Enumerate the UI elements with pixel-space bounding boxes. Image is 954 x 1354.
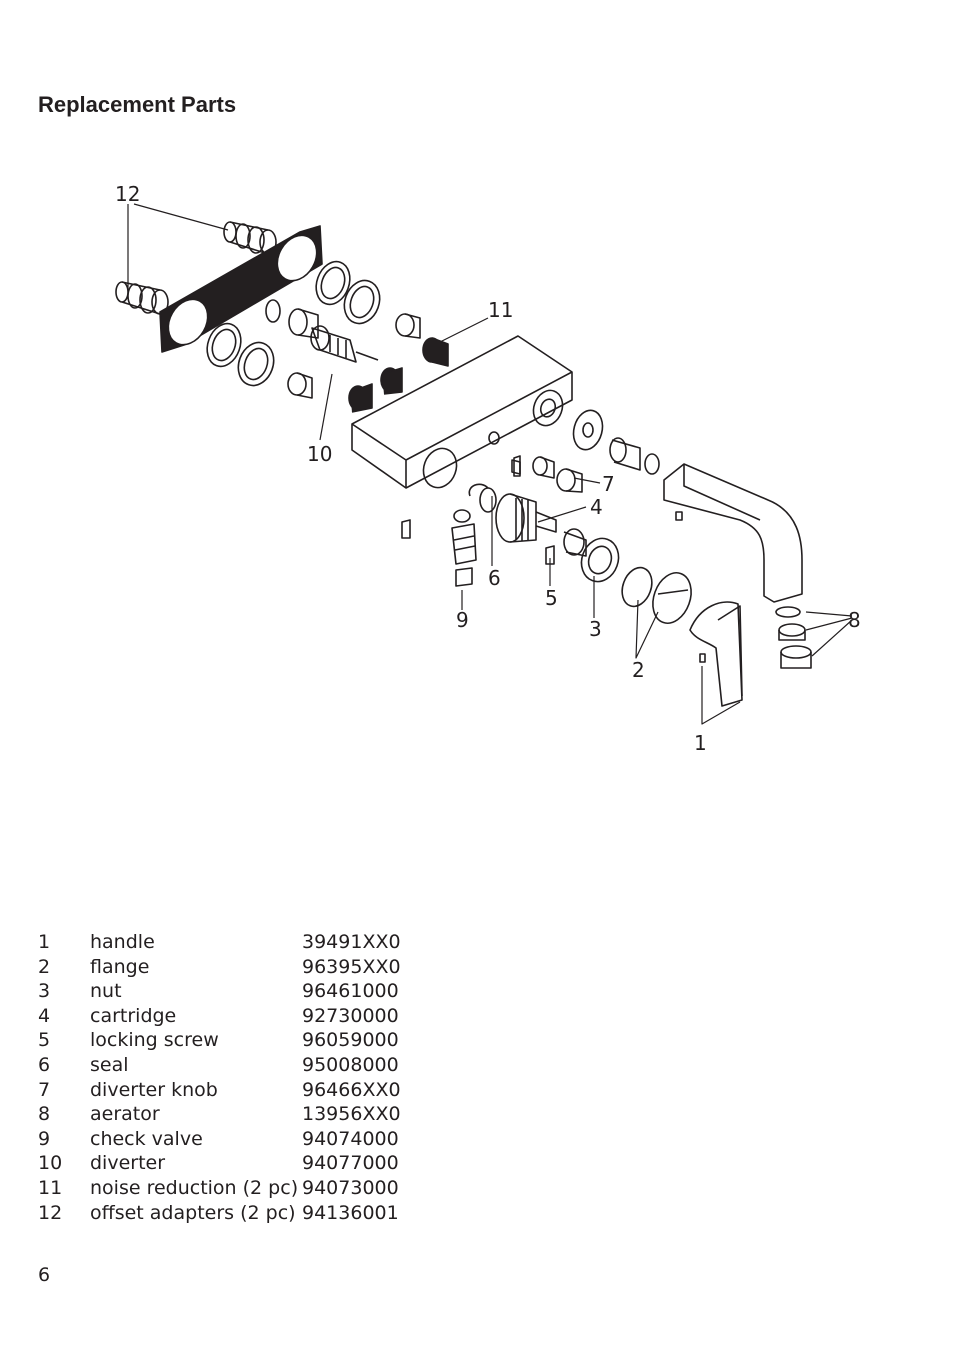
callout-8: 8 [848, 608, 861, 632]
diverter-part [310, 325, 379, 363]
part-name: locking screw [90, 1029, 219, 1052]
part-code: 96466XX0 [302, 1078, 401, 1101]
part-number: 6 [38, 1053, 51, 1076]
parts-row: 10 diverter 94077000 [38, 1151, 401, 1176]
parts-row: 2 flange 96395XX0 [38, 955, 401, 980]
part-code: 96395XX0 [302, 955, 401, 978]
exploded-parts-diagram: 1 2 3 4 5 6 7 8 9 10 11 12 [115, 182, 861, 755]
part-code: 94073000 [302, 1176, 399, 1199]
callout-11: 11 [488, 298, 513, 322]
part-number: 12 [38, 1201, 63, 1224]
parts-row: 7 diverter knob 96466XX0 [38, 1078, 401, 1103]
parts-row: 1 handle 39491XX0 [38, 930, 401, 955]
callout-9: 9 [456, 608, 469, 632]
parts-row: 11 noise reduction (2 pc)94073000 [38, 1176, 401, 1201]
handle-part [689, 601, 743, 707]
page-title: Replacement Parts [38, 92, 237, 117]
callout-10: 10 [307, 442, 332, 466]
mixer-body [351, 335, 573, 489]
aerator-part [775, 606, 812, 669]
callout-3: 3 [589, 617, 602, 641]
part-name: noise reduction (2 pc) [90, 1176, 299, 1199]
callout-6: 6 [488, 566, 501, 590]
parts-row: 8 aerator 13956XX0 [38, 1102, 401, 1127]
callout-7: 7 [602, 472, 615, 496]
part-number: 7 [38, 1078, 51, 1101]
part-name: diverter knob [90, 1078, 218, 1101]
part-code: 96461000 [302, 980, 399, 1003]
part-number: 8 [38, 1103, 51, 1126]
parts-row: 4 cartridge 92730000 [38, 1004, 401, 1029]
parts-row: 3 nut 96461000 [38, 979, 401, 1004]
part-number: 4 [38, 1004, 51, 1027]
part-code: 13956XX0 [302, 1103, 401, 1126]
parts-row: 5 locking screw 96059000 [38, 1028, 401, 1053]
callout-5: 5 [545, 586, 558, 610]
mounting-plate [159, 225, 323, 353]
part-name: diverter [90, 1152, 166, 1175]
part-code: 39491XX0 [302, 931, 401, 953]
part-code: 92730000 [302, 1004, 399, 1027]
part-number: 10 [38, 1152, 63, 1175]
part-name: cartridge [90, 1004, 177, 1027]
cartridge-part [495, 493, 557, 543]
part-name: nut [90, 980, 122, 1003]
part-code: 96059000 [302, 1029, 399, 1052]
part-code: 94077000 [302, 1152, 399, 1175]
part-number: 9 [38, 1127, 51, 1150]
part-name: handle [90, 931, 155, 953]
page-number: 6 [38, 1264, 51, 1286]
offset-adapter-left [115, 281, 169, 315]
part-number: 1 [38, 931, 51, 953]
callout-4: 4 [590, 495, 603, 519]
part-name: flange [90, 955, 150, 978]
offset-adapter-top [223, 221, 277, 255]
part-name: check valve [90, 1127, 203, 1150]
part-number: 5 [38, 1029, 51, 1052]
callout-1: 1 [694, 731, 707, 755]
parts-row: 6 seal 95008000 [38, 1053, 401, 1078]
part-name: seal [90, 1053, 129, 1076]
callout-12: 12 [115, 182, 140, 206]
spout [663, 463, 803, 603]
part-number: 2 [38, 955, 51, 978]
part-number: 3 [38, 980, 51, 1003]
callout-2: 2 [632, 658, 645, 682]
part-number: 11 [38, 1176, 63, 1199]
part-code: 94136001 [302, 1201, 399, 1224]
part-code: 94074000 [302, 1127, 399, 1150]
part-code: 95008000 [302, 1053, 399, 1076]
parts-row: 12 offset adapters (2 pc) 94136001 [38, 1201, 401, 1226]
parts-row: 9 check valve 94074000 [38, 1127, 401, 1152]
part-name: offset adapters (2 pc) [90, 1201, 296, 1224]
part-name: aerator [90, 1103, 160, 1126]
